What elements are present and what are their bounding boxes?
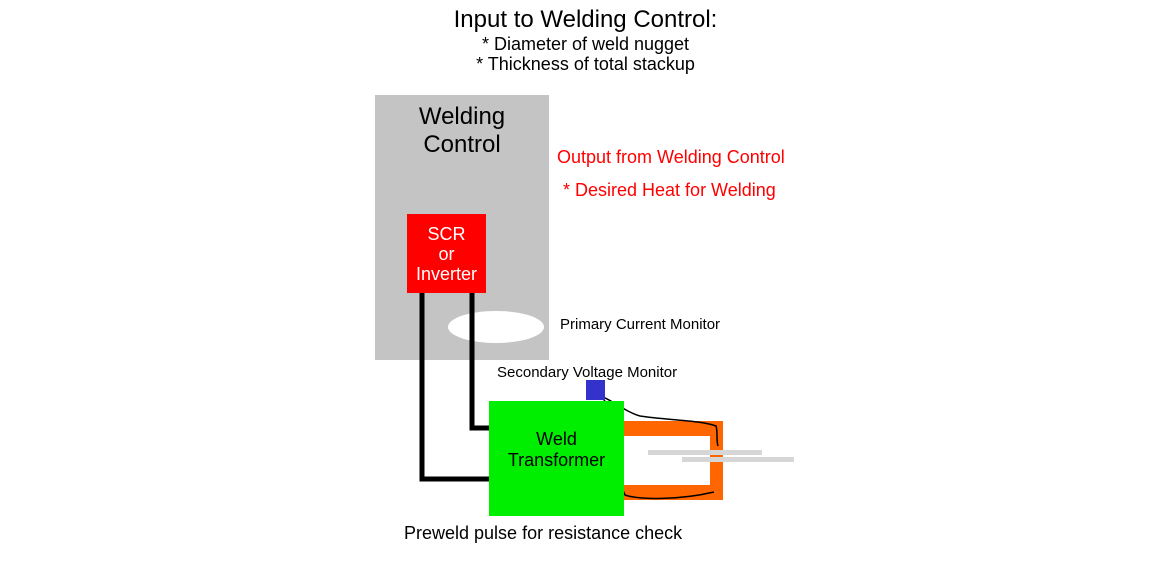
preweld-label: Preweld pulse for resistance check — [404, 523, 683, 543]
wire-left — [419, 293, 489, 482]
workpiece-sheet-top — [648, 450, 762, 455]
wire-right — [469, 293, 489, 431]
workpiece-sheet-bottom — [682, 457, 794, 462]
weld-arm-top — [623, 421, 723, 436]
transformer-line-2: Transformer — [507, 450, 606, 470]
primary-current-monitor-label: Primary Current Monitor — [560, 316, 721, 333]
scr-inverter-box: SCR or Inverter — [407, 214, 486, 293]
output-heading: Output from Welding Control — [557, 147, 785, 167]
scr-line-2: or — [438, 244, 455, 264]
secondary-voltage-monitor-label: Secondary Voltage Monitor — [497, 364, 678, 381]
welding-control-label: Welding Control — [375, 103, 549, 159]
input-diameter: * Diameter of weld nugget — [481, 34, 690, 54]
weld-arm-bottom — [623, 485, 723, 500]
welding-control-line-1: Welding — [418, 103, 506, 130]
scr-line-3: Inverter — [415, 264, 478, 284]
secondary-voltage-monitor — [586, 380, 605, 400]
scr-line-1: SCR — [427, 224, 466, 244]
input-thickness: * Thickness of total stackup — [476, 54, 695, 74]
transformer-line-1: Weld — [536, 429, 577, 449]
welding-control-line-2: Control — [423, 131, 501, 158]
diagram-title: Input to Welding Control: — [453, 6, 718, 33]
weld-transformer-box: Weld Transformer — [489, 401, 624, 516]
output-item: * Desired Heat for Welding — [563, 180, 776, 200]
primary-current-monitor — [448, 311, 544, 343]
